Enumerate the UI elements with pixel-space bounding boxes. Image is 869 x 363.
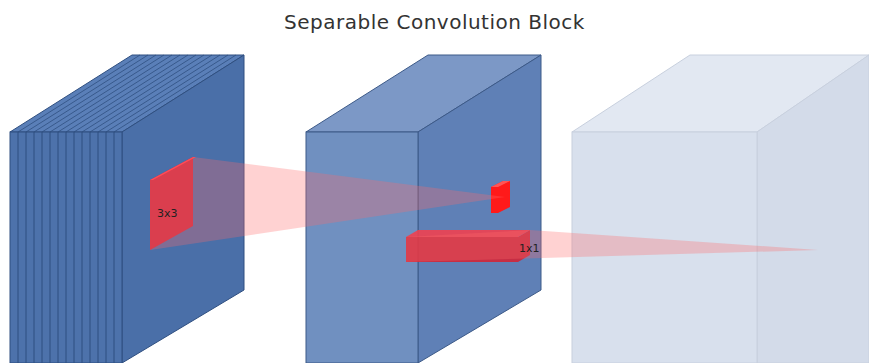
- slice-line: [106, 55, 228, 132]
- slice-line: [50, 132, 51, 363]
- slice-line: [18, 55, 140, 132]
- kernel-size-label: 3x3: [157, 207, 178, 220]
- slice-line: [34, 132, 35, 363]
- output-volume: [572, 55, 869, 363]
- slice-line: [34, 55, 156, 132]
- slice-line: [98, 132, 99, 363]
- slice-line: [74, 55, 196, 132]
- slice-line: [98, 55, 220, 132]
- slice-line: [82, 55, 204, 132]
- slice-line: [26, 132, 27, 363]
- slice-line: [50, 55, 172, 132]
- slice-line: [66, 132, 67, 363]
- projection-cone: [406, 230, 818, 262]
- slice-line: [106, 132, 107, 363]
- slice-line: [66, 55, 188, 132]
- diagram-title: Separable Convolution Block: [0, 10, 869, 34]
- slice-line: [42, 55, 164, 132]
- slice-line: [42, 132, 43, 363]
- slice-line: [18, 132, 19, 363]
- slice-line: [74, 132, 75, 363]
- slice-line: [26, 55, 148, 132]
- kernel-size-label: 1x1: [519, 242, 540, 255]
- slice-line: [58, 132, 59, 363]
- slice-line: [90, 55, 212, 132]
- slice-line: [114, 132, 115, 363]
- slice-line: [114, 55, 236, 132]
- slice-line: [90, 132, 91, 363]
- slice-line: [82, 132, 83, 363]
- slice-line: [58, 55, 180, 132]
